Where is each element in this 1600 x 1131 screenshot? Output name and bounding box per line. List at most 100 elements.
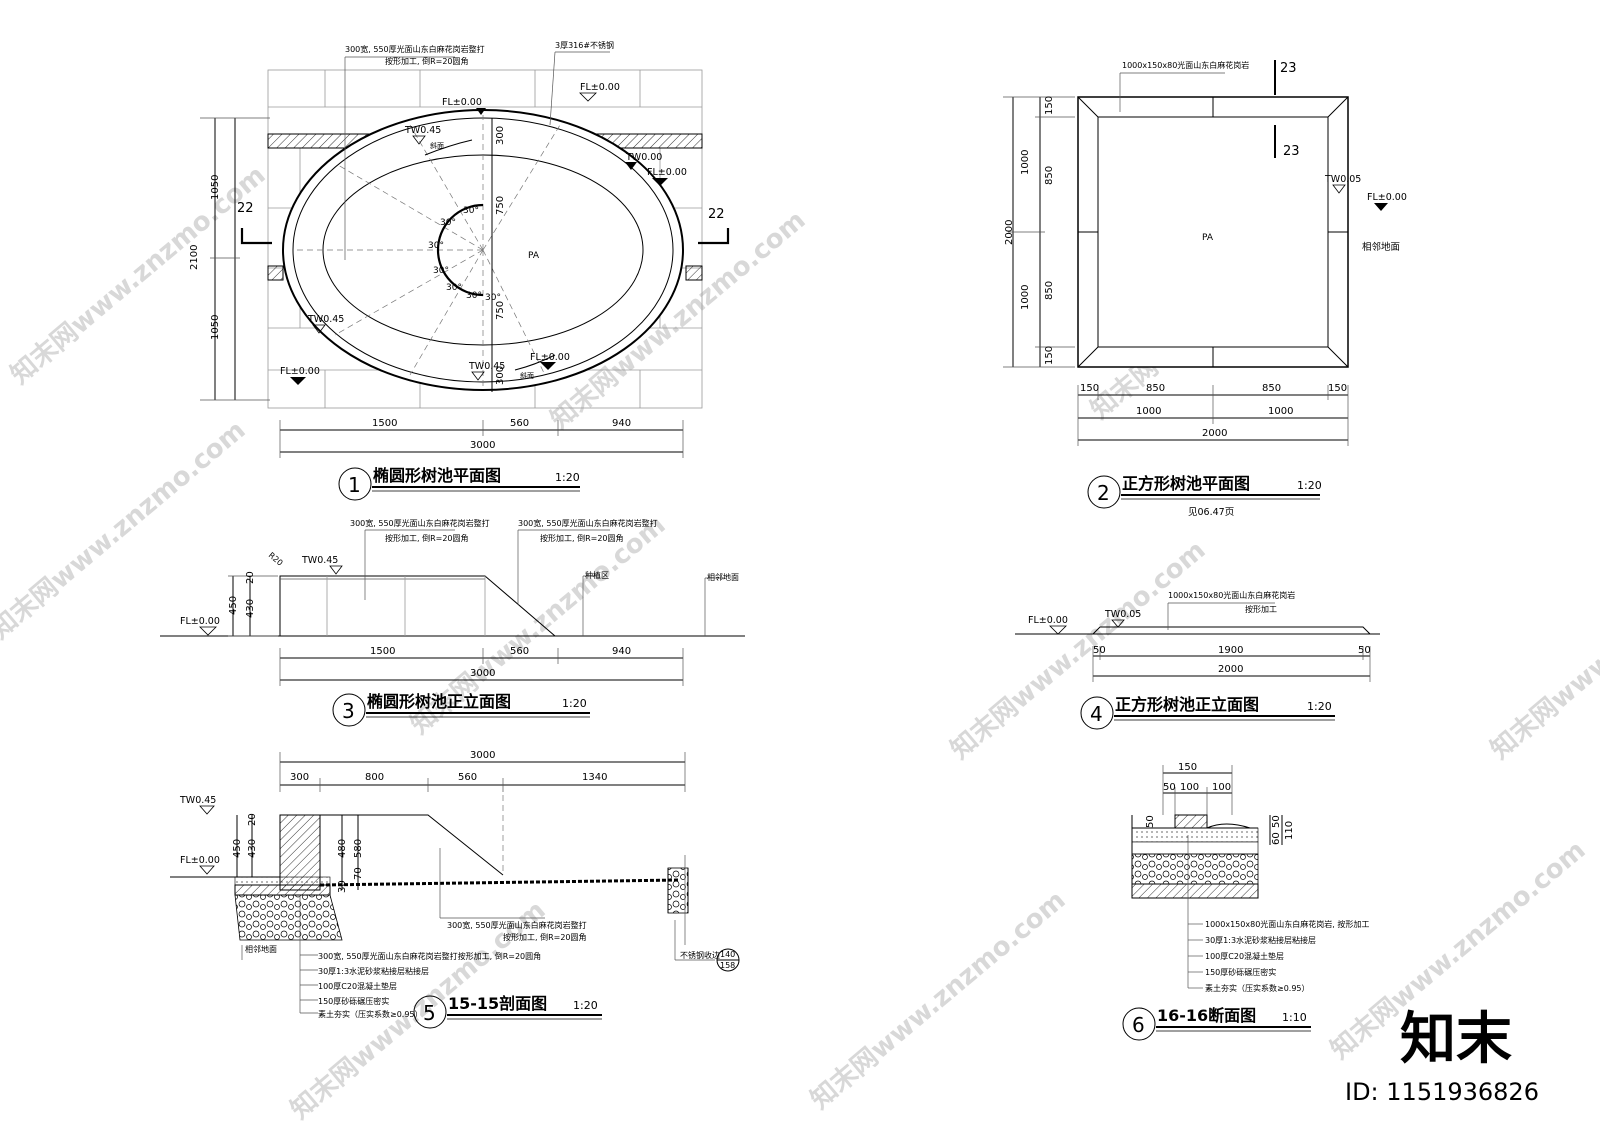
drawing-5-section: 3000 300 800 560 1340 TW0.45 FL±0.00 450…	[170, 750, 740, 1029]
sec-ref-bottom: 158	[720, 961, 735, 970]
level-tw-top: TW0.45	[404, 125, 441, 136]
watermark-7: 知末网www.znzmo.com	[1485, 535, 1600, 765]
sec-layer-2: 30厚1:3水泥砂浆粘接层粘接层	[318, 966, 429, 976]
sq-elev-dim-50-right: 50	[1358, 645, 1371, 656]
watermarks: 知末网www.znzmo.com 知末网www.znzmo.com 知末网www…	[0, 160, 1600, 1125]
drawing-4-number: 4	[1090, 702, 1103, 726]
elev-dim-20: 20	[245, 571, 256, 584]
sec-dim-580: 580	[353, 839, 364, 858]
drawing-4-title: 正方形树池正立面图	[1115, 695, 1259, 714]
watermark-1: 知末网www.znzmo.com	[5, 160, 271, 390]
drawing-4-elevation: 1000x150x80光面山东白麻花岗岩 按形加工 FL±0.00 TW0.05…	[1015, 590, 1380, 730]
drawing-6-section: 150 50 100 100 60 50 110 50 1000x150x80光…	[1122, 762, 1369, 1041]
sq-elev-note-2: 按形加工	[1245, 604, 1277, 614]
s16-dim-110: 110	[1284, 821, 1295, 840]
drawing-2-reference: 见06.47页	[1188, 507, 1234, 518]
s16-dim-50: 50	[1163, 782, 1176, 793]
level-tw-square: TW0.05	[1324, 174, 1361, 185]
watermark-4: 知末网www.znzmo.com	[0, 415, 251, 645]
elev-r20-label: R20	[267, 551, 285, 568]
sec-layer-4: 150厚砂砾碾压密实	[318, 996, 389, 1006]
dim-v-300-top: 300	[495, 126, 506, 145]
sec-adjacent-label: 相邻地面	[245, 944, 277, 954]
note-steel: 3厚316#不锈钢	[555, 40, 614, 50]
watermark-id: ID: 1151936826	[1345, 1078, 1539, 1106]
elev-dim-430: 430	[245, 599, 256, 618]
dim-sq-v-2000: 2000	[1004, 220, 1015, 245]
sec-ref-top: 140	[720, 950, 735, 959]
sec-dim-800: 800	[365, 772, 384, 783]
sec-layer-5: 素土夯实（压实系数≥0.95）	[318, 1009, 423, 1019]
s16-dim-50-left: 50	[1145, 815, 1156, 828]
dim-sq-v-1000-bottom: 1000	[1020, 285, 1031, 310]
drawing-5-scale: 1:20	[573, 999, 598, 1012]
drawing-5-title: 15-15剖面图	[448, 994, 547, 1013]
adjacent-ground-label: 相邻地面	[1362, 241, 1400, 253]
dim-sq-h-150-right: 150	[1328, 383, 1347, 394]
sec-layer-1: 300宽, 550厚光面山东白麻花岗岩整打按形加工, 倒R=20圆角	[318, 951, 541, 961]
sq-elev-dim-1900: 1900	[1218, 645, 1243, 656]
angle-label-4: 30°	[433, 266, 449, 276]
dim-sq-v-150-bottom: 150	[1044, 346, 1055, 365]
sec-dim-1340: 1340	[582, 772, 607, 783]
sec-dim-430: 430	[247, 839, 258, 858]
note-stone-2: 按形加工, 倒R=20圆角	[385, 56, 469, 66]
sq-elev-note-1: 1000x150x80光面山东白麻花岗岩	[1168, 590, 1295, 600]
elev-adjacent-label: 相邻地面	[707, 572, 739, 582]
dim-v-2100: 2100	[189, 245, 200, 270]
drawing-5-number: 5	[423, 1001, 436, 1025]
drawing-1-title: 椭圆形树池平面图	[373, 466, 501, 485]
sec-dim-450: 450	[232, 839, 243, 858]
dim-sq-h-1000-right: 1000	[1268, 406, 1293, 417]
level-tw-bottom: TW0.45	[468, 361, 505, 372]
drawing-3-scale: 1:20	[562, 697, 587, 710]
dim-sq-h-1000-left: 1000	[1136, 406, 1161, 417]
plant-area-label: 种植区	[585, 570, 609, 580]
note-square-stone: 1000x150x80光面山东白麻花岗岩	[1122, 60, 1249, 70]
s16-layer-2: 30厚1:3水泥砂浆粘接层粘接层	[1205, 935, 1316, 945]
slope-label-1: 斜面	[430, 141, 444, 150]
s16-layer-1: 1000x150x80光面山东白麻花岗岩, 按形加工	[1205, 919, 1369, 929]
sq-elev-dim-50-left: 50	[1093, 645, 1106, 656]
drawing-1-scale: 1:20	[555, 471, 580, 484]
drawing-2-plan: PA 23 23 1000x150x80光面山东白麻花岗岩 TW0.05 FL±…	[1003, 60, 1407, 518]
watermark-6: 知末网www.znzmo.com	[945, 535, 1211, 765]
dim-v-300-bottom: 300	[495, 366, 506, 385]
drawing-1-plan: 30° 30° 30° 30° 30° 30° 30° 斜面 斜面 PA 22 …	[189, 40, 730, 501]
sq-elev-dim-2000: 2000	[1218, 664, 1243, 675]
sq-elev-level-fl: FL±0.00	[1028, 615, 1068, 626]
s16-dim-100-2: 100	[1212, 782, 1231, 793]
dim-sq-v-1000-top: 1000	[1020, 150, 1031, 175]
elev-dim-450: 450	[228, 596, 239, 615]
s16-dim-150: 150	[1178, 762, 1197, 773]
drawing-3-elevation: 300宽, 550厚光面山东白麻花岗岩整打 按形加工, 倒R=20圆角 300宽…	[160, 518, 745, 727]
section-mark-bottom: 23	[1283, 144, 1300, 159]
drawing-2-scale: 1:20	[1297, 479, 1322, 492]
drawing-2-title: 正方形树池平面图	[1122, 474, 1250, 493]
sec-dim-300: 300	[290, 772, 309, 783]
dim-v-1050-bottom: 1050	[210, 315, 221, 340]
sec-level-tw: TW0.45	[179, 795, 216, 806]
dim-v-750-bottom: 750	[495, 301, 506, 320]
angle-label-3: 30°	[428, 241, 444, 251]
s16-layer-5: 素土夯实（压实系数≥0.95）	[1205, 983, 1310, 993]
sec-dim-20: 20	[247, 813, 258, 826]
level-fl-left: FL±0.00	[280, 366, 320, 377]
drawing-6-title: 16-16断面图	[1157, 1006, 1256, 1025]
sec-dim-70: 70	[353, 867, 364, 880]
s16-dim-100-1: 100	[1180, 782, 1199, 793]
area-label-pa: PA	[528, 251, 540, 261]
elev-dim-940: 940	[612, 646, 631, 657]
watermark-logo: 知末	[1400, 1007, 1512, 1072]
level-fl-top: FL±0.00	[442, 97, 482, 108]
drawing-6-number: 6	[1132, 1013, 1145, 1037]
elev-level-fl: FL±0.00	[180, 616, 220, 627]
elev-note-3: 300宽, 550厚光面山东白麻花岗岩整打	[518, 518, 658, 528]
dim-sq-h-850-left: 850	[1146, 383, 1165, 394]
watermark-9: 知末网www.znzmo.com	[805, 885, 1071, 1115]
sec-steel-edge-label: 不锈钢收边	[680, 950, 720, 960]
dim-h-940: 940	[612, 418, 631, 429]
level-fl-square: FL±0.00	[1367, 192, 1407, 203]
section-mark-left: 22	[237, 201, 254, 216]
dim-h-1500: 1500	[372, 418, 397, 429]
